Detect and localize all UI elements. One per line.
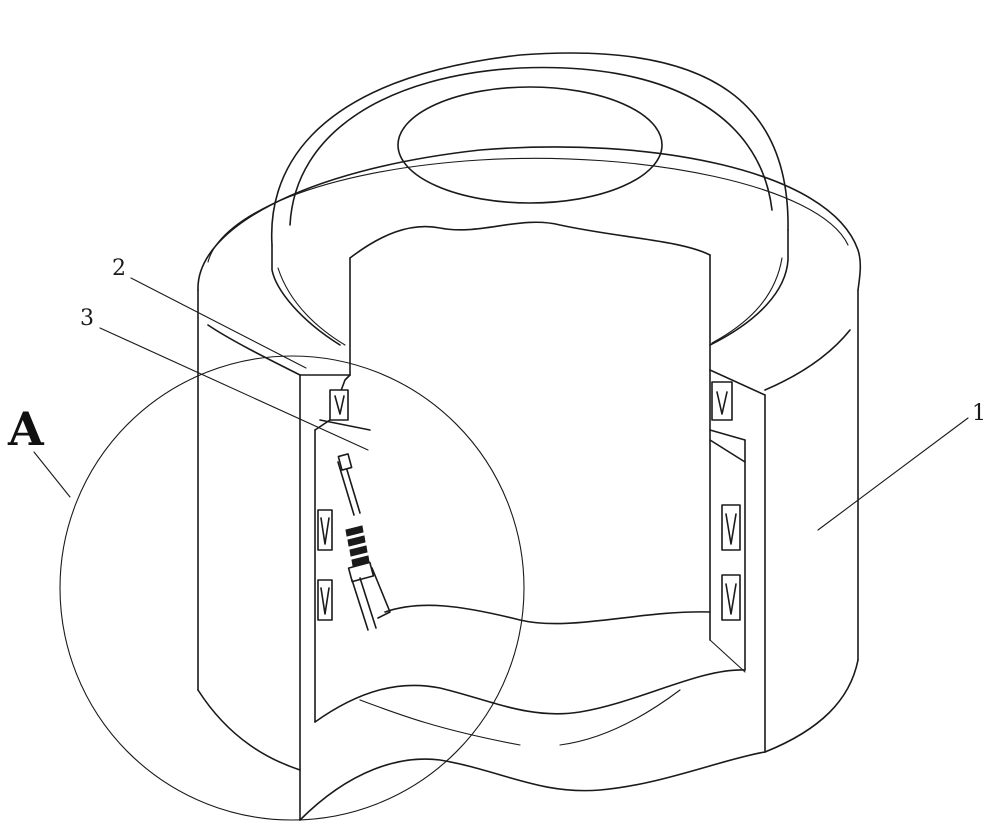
leader-1 xyxy=(817,417,969,531)
detail-circle-a xyxy=(59,355,525,821)
leader-3 xyxy=(99,327,369,451)
label-part-3: 3 xyxy=(80,306,94,331)
outer-cylinder xyxy=(197,146,862,771)
top-boss xyxy=(207,52,851,391)
label-detail-a: A xyxy=(7,402,45,456)
label-part-1: 1 xyxy=(972,401,986,426)
label-part-2: 2 xyxy=(112,256,126,281)
right-slots xyxy=(711,381,741,621)
central-bore xyxy=(397,86,663,204)
cutaway-section xyxy=(299,221,766,821)
left-slots xyxy=(317,389,349,621)
leader-2 xyxy=(130,277,307,369)
leader-lines xyxy=(33,277,969,531)
leader-a xyxy=(33,451,71,498)
spring-coil xyxy=(345,525,370,567)
spring-mechanism xyxy=(337,453,391,631)
